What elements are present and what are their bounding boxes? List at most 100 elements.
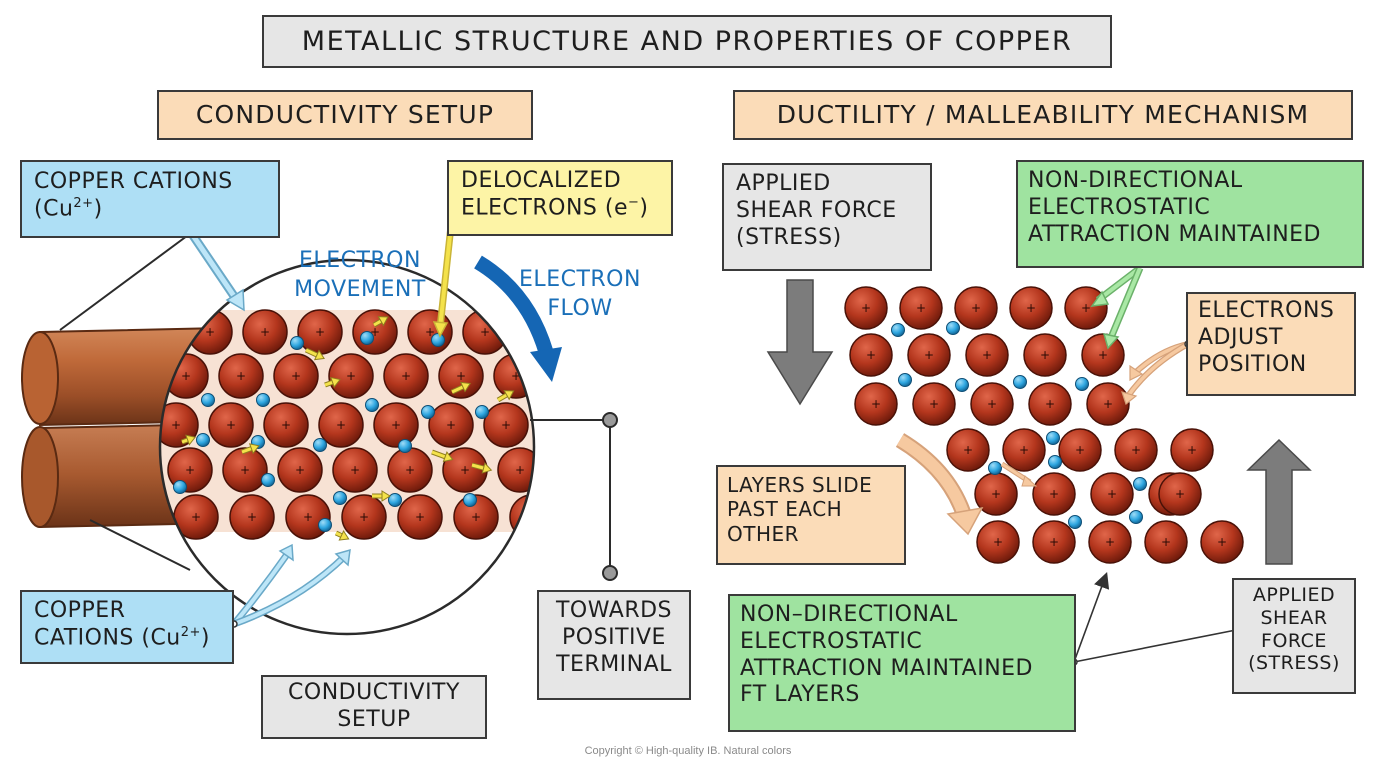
copper-cation: + [1028, 382, 1072, 426]
cation-charge: + [303, 510, 313, 524]
formula-close: ) [200, 625, 211, 651]
copper-cation: + [273, 353, 319, 399]
cation-charge: + [181, 369, 191, 383]
cation-charge: + [511, 369, 521, 383]
copper-cation: + [854, 382, 898, 426]
copper-cation: + [407, 309, 453, 355]
cation-charge: + [570, 463, 580, 477]
heading-ductility: DUCTILITY / MALLEABILITY MECHANISM [733, 90, 1353, 140]
label-line: (Cu2+) [34, 196, 266, 223]
label-line: (STRESS) [736, 224, 842, 250]
cation-charge: + [1098, 348, 1108, 362]
copper-cation: + [397, 494, 443, 540]
lattice-ductility: ++++++++++++++++++++++++++++++ [844, 286, 1244, 564]
label-line: APPLIED [736, 171, 831, 196]
lattice-magnified: ++++++++++++++++++++++++++++++++++++++ [160, 309, 580, 541]
delocalized-electron [946, 321, 960, 335]
cation-charge: + [982, 348, 992, 362]
label-copper-cations-top: COPPER CATIONS (Cu2+) [20, 160, 280, 238]
label-line: TOWARDS [555, 598, 673, 623]
label-line: ELECTRON [519, 267, 641, 292]
label-electron-movement: ELECTRON MOVEMENT [280, 247, 440, 304]
cation-charge: + [456, 369, 466, 383]
cation-charge: + [916, 301, 926, 315]
copper-cation: + [341, 494, 387, 540]
delocalized-electron [290, 336, 304, 350]
cation-charge: + [1075, 443, 1085, 457]
copper-cation: + [1144, 520, 1188, 564]
cation-charge: + [226, 418, 236, 432]
shear-arrow-down [766, 279, 834, 406]
delocalized-electron [1075, 377, 1089, 391]
copper-cation: + [965, 333, 1009, 377]
cation-charge: + [987, 397, 997, 411]
heading-conductivity: CONDUCTIVITY SETUP [157, 90, 533, 140]
cation-charge: + [471, 510, 481, 524]
copper-cation: + [1088, 520, 1132, 564]
copper-cation: + [277, 447, 323, 493]
delocalized-electron [475, 405, 489, 419]
label-layers-slide: LAYERS SLIDE PAST EACH OTHER [716, 465, 906, 565]
cation-charge: + [527, 510, 537, 524]
cation-charge: + [1175, 487, 1185, 501]
copper-cation: + [493, 353, 534, 399]
label-copper-cations-bottom: COPPER CATIONS (Cu2+) [20, 590, 234, 664]
delocalized-electron [1013, 375, 1027, 389]
copper-cation: + [297, 309, 343, 355]
copper-cation: + [954, 286, 998, 330]
magnifier-lens [158, 258, 536, 636]
cation-charge: + [281, 418, 291, 432]
label-line: LAYERS SLIDE [727, 473, 873, 497]
electron-movement-arrow [334, 529, 350, 541]
label-applied-shear-force-bottom: APPLIED SHEAR FORCE (STRESS) [1232, 578, 1356, 694]
delocalized-electron [988, 461, 1002, 475]
cation-charge: + [991, 487, 1001, 501]
delocalized-electron [431, 333, 445, 347]
label-line: APPLIED [1252, 584, 1336, 606]
cation-charge: + [240, 463, 250, 477]
cation-charge: + [425, 325, 435, 339]
cation-charge: + [924, 348, 934, 362]
delocalized-electron [261, 473, 275, 487]
copper-cation: + [442, 447, 488, 493]
cation-charge: + [236, 369, 246, 383]
cation-charge: + [1161, 535, 1171, 549]
copper-cation: + [976, 520, 1020, 564]
label-towards-positive-terminal: TOWARDS POSITIVE TERMINAL [537, 590, 691, 700]
label-line: ELECTRON [299, 248, 421, 273]
electron-movement-arrow [304, 347, 325, 361]
copper-cation: + [1009, 286, 1053, 330]
label-line: FT LAYERS [740, 682, 860, 708]
copper-cation: + [229, 494, 275, 540]
label-line: ELECTRONS [1198, 298, 1335, 323]
cation-charge: + [185, 463, 195, 477]
cation-charge: + [391, 418, 401, 432]
cation-charge: + [515, 463, 525, 477]
copyright-notice: Copyright © High-quality IB. Natural col… [584, 745, 792, 757]
delocalized-electron [421, 405, 435, 419]
cation-charge: + [405, 463, 415, 477]
cation-charge: + [866, 348, 876, 362]
cation-charge: + [205, 325, 215, 339]
label-line: CATIONS (Cu2+) [34, 625, 220, 652]
terminal-node-top [602, 412, 618, 428]
formula-charge: 2+ [180, 624, 201, 640]
label-line: TERMINAL [556, 651, 672, 677]
copper-cation: + [453, 494, 499, 540]
label-line: ELECTROSTATIC [740, 628, 923, 654]
copper-cation: + [1032, 472, 1076, 516]
copper-cation: + [509, 494, 537, 540]
cation-charge: + [1187, 443, 1197, 457]
copper-cation: + [285, 494, 331, 540]
delocalized-electron [201, 393, 215, 407]
delocalized-electron [256, 393, 270, 407]
cation-charge: + [971, 301, 981, 315]
delocalized-electron [333, 491, 347, 505]
cation-charge: + [291, 369, 301, 383]
delocalized-electron [891, 323, 905, 337]
callout-arrows-right [895, 265, 1237, 666]
label-line: ELECTRONS (e−) [461, 195, 659, 222]
label-line: SETUP [337, 706, 411, 732]
zoom-line-bottom [89, 519, 191, 571]
